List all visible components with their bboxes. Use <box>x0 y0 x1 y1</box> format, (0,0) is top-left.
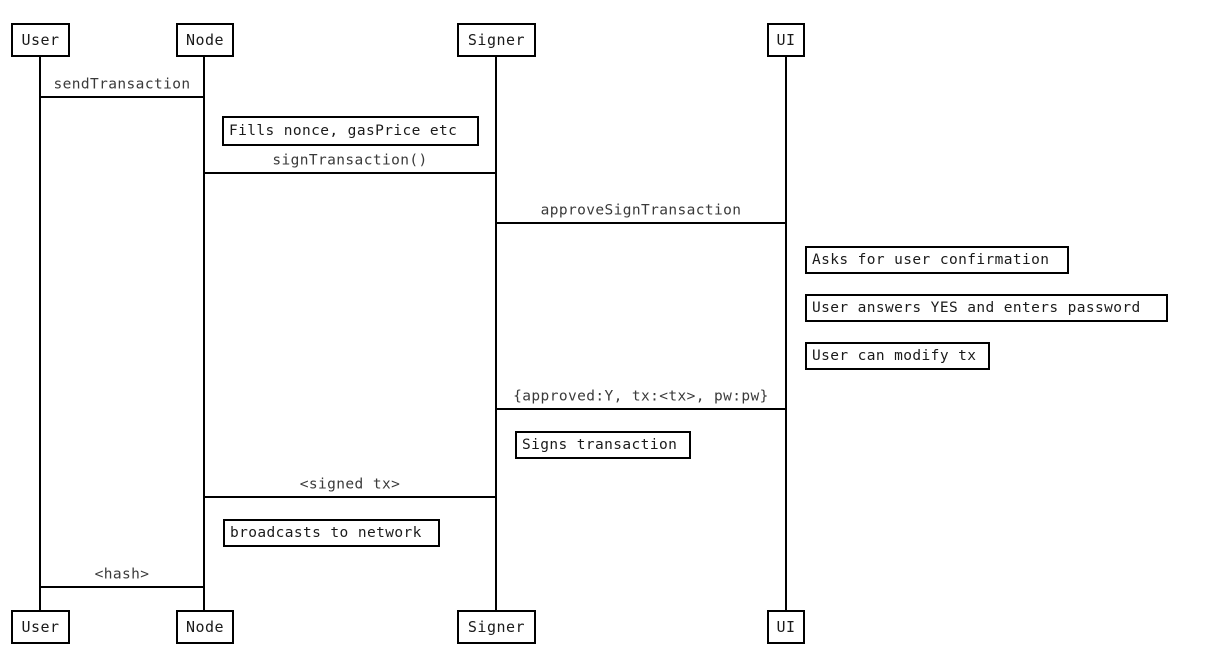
note-n6: broadcasts to network <box>223 519 440 547</box>
message-line-m3 <box>495 222 787 224</box>
note-n3: User answers YES and enters password <box>805 294 1168 322</box>
lifeline-user <box>39 57 41 610</box>
lifeline-signer <box>495 57 497 610</box>
message-label-m6: <hash> <box>94 566 150 583</box>
message-label-m2: signTransaction() <box>272 152 428 169</box>
lifeline-ui <box>785 57 787 610</box>
message-label-m1: sendTransaction <box>53 76 191 93</box>
message-line-m6 <box>39 586 205 588</box>
message-label-m4: {approved:Y, tx:<tx>, pw:pw} <box>513 388 769 405</box>
message-line-m5 <box>203 496 497 498</box>
message-label-m5: <signed tx> <box>299 476 401 493</box>
participant-node-bottom[interactable]: Node <box>176 610 234 644</box>
note-n4: User can modify tx <box>805 342 990 370</box>
message-label-m3: approveSignTransaction <box>540 202 742 219</box>
participant-signer-top[interactable]: Signer <box>457 23 536 57</box>
participant-signer-bottom[interactable]: Signer <box>457 610 536 644</box>
participant-user-top[interactable]: User <box>11 23 70 57</box>
note-n5: Signs transaction <box>515 431 691 459</box>
participant-user-bottom[interactable]: User <box>11 610 70 644</box>
note-n1: Fills nonce, gasPrice etc <box>222 116 479 146</box>
message-line-m2 <box>203 172 497 174</box>
participant-ui-top[interactable]: UI <box>767 23 805 57</box>
message-line-m4 <box>495 408 787 410</box>
participant-ui-bottom[interactable]: UI <box>767 610 805 644</box>
participant-node-top[interactable]: Node <box>176 23 234 57</box>
note-n2: Asks for user confirmation <box>805 246 1069 274</box>
lifeline-node <box>203 57 205 610</box>
message-line-m1 <box>39 96 205 98</box>
